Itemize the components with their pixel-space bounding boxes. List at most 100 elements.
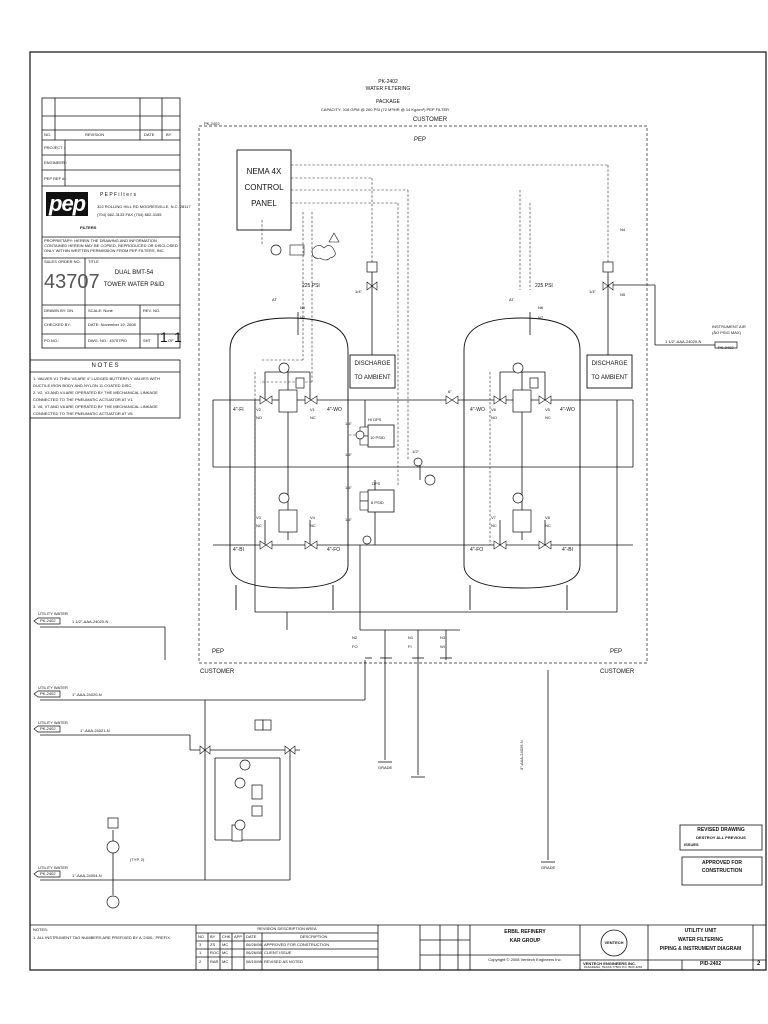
inst-air-tag: PK-2402 [718,345,734,350]
pep-top: PEP [413,137,426,143]
project-label: PROJECT : [44,145,65,150]
six-inch: 6" [448,389,452,394]
client-line2: KAR GROUP [509,938,541,944]
unit-line3: PIPING & INSTRUMENT DIAGRAM [659,946,742,952]
rev-row1-by: ZS [210,942,216,947]
air-filter-regulator [289,232,340,261]
solenoid-boxes [107,261,614,829]
quarter-sw2: 1/4" [345,452,352,457]
control-panel-line1: NEMA 4X [246,167,282,176]
note-line-6: CONNECTED TO THE PNEUMATIC ACTUATOR AT V… [33,411,134,416]
util3-pipe: 1"-AAA-24021-N [80,728,110,733]
sheet-border [29,51,767,971]
rev-row1-desc: APPROVED FOR CONSTRUCTION [264,942,330,947]
grade-symbols [365,657,555,863]
rev-col-app: APP [234,934,243,939]
signal-lines [254,164,609,545]
quarter-right: 1/4" [589,289,596,294]
n2-label: N2 [352,635,358,640]
rev-row2-no: 1 [199,950,202,955]
ventech-address: PASADENA, TEXAS 77503 [584,965,621,969]
grade-2: GRADE [541,865,556,870]
sheet-of: OF [168,338,174,343]
v3-label: V3 [256,515,261,520]
wo-right-a: 4"-WO [470,407,485,413]
copyright: Copyright © 2008 Ventech Engineers Inc. [488,957,562,962]
bottom-notes-line: 1. ALL INSTRUMENT TAG NUMBERS ARE PREFIX… [33,935,172,940]
quarter-sw4: 1/4" [345,517,352,522]
util1-tag: PK-2402 [40,618,56,623]
quarter-sw1: 1/4" [345,421,352,426]
discharge-left-line1: DISCHARGE [354,361,391,367]
v5-nc: NC [545,415,551,420]
proprietary-note: PROPRIETARY: HEREIN THE DRAWING AND INFO… [44,238,178,253]
n4: N4 [620,227,626,232]
bottom-title-block [30,924,766,970]
n7-right: N7 [538,315,544,320]
col-no: NO. [44,132,52,137]
util2-tag: PK-2402 [40,691,56,696]
util1-label: UTILITY WATER [38,611,68,616]
v6-label: V6 [491,407,496,412]
rev-row1-chk: MC [222,942,229,947]
control-panel-line2: CONTROL [244,183,284,192]
v1-label: V1 [310,407,315,412]
quarter-sw3: 1/4" [345,485,352,490]
discharge-right-line2: TO AMBIENT [591,375,628,381]
note-line-5: 3. V6, V7 AND V8 ARE OPERATED BY THE MEC… [33,404,158,409]
stamp-frames [679,824,763,886]
client-line1: ERBIL REFINERY [504,929,546,935]
rev-row3-chk: MC [222,959,229,964]
util3-tag: PK-2402 [40,726,56,731]
scale: SCALE: None [88,308,113,313]
discharge-box-left [349,354,396,389]
rev-col-desc: DESCRIPTION [300,934,328,939]
sheet-label: SHT [143,338,151,343]
package-line1: WATER FILTERING [365,86,411,92]
n3-label: N3 [440,635,446,640]
title-line2: TOWER WATER P&ID [103,282,165,288]
unit-line1: UTILITY UNIT [684,928,717,934]
package-line2: PACKAGE [376,99,400,105]
package-tag: PK-2402 [378,79,398,85]
at-right: AT [509,297,514,302]
vertical-pipe-label: 3"-AAA-24026-N [519,740,524,770]
discharge-left-line2: TO AMBIENT [354,375,391,381]
off-page-arrows [33,341,738,878]
col-by: BY [166,132,172,137]
title-block-left [41,97,181,349]
n6-left: N6 [300,305,306,310]
util4-tag: PK-2402 [40,871,56,876]
rev-row3-by: RAR [210,959,219,964]
revised-stamp-3: ISSUES [684,842,699,847]
checked-by: CHECKED BY: [44,322,71,327]
psi-left: 225 PSI [302,283,320,289]
revised-stamp-2: DESTROY ALL PREVIOUS [696,835,746,840]
n6-right: N6 [538,305,544,310]
rev-row1-date: 06/26/08 [246,942,262,947]
note-line-4: CONNECTED TO THE PNEUMATIC ACTUATOR AT V… [33,397,134,402]
po-label: PO NO.: [44,338,60,343]
approved-stamp-1: APPROVED FOR [701,860,742,866]
company-address: 322 ROLLING HILL RD MOORESVILLE, N.C. 28… [97,204,191,209]
ventech-company: VENTECH ENGINEERS INC. [583,961,636,966]
hi-dps-label: HI DPS [368,417,382,422]
pep-bottom-left: PEP [212,649,225,655]
date-label: DATE: November 19, 2008 [88,322,136,327]
rev-col-date: DATE [246,934,257,939]
notes-title: N O T E S [91,363,119,369]
capacity-text: CAPACITY: 318 GPM @ 200 PSI (72 M³/HR @ … [320,107,450,112]
company-name: P E P F i l t e r s [100,192,136,198]
filter-vessel-right [463,317,581,610]
rev-col-by: BY [210,934,216,939]
v7-label: V7 [491,515,496,520]
customer-bottom-right: CUSTOMER [600,669,635,675]
v8-nc: NC [545,523,551,528]
valve-assemblies [231,377,539,842]
ventech-logo: VENTECH [604,940,624,945]
fi-left: 4"-FI [233,407,244,413]
rev-row1-no: 3 [199,942,202,947]
rev-col-no: NO [198,934,204,939]
control-panel-line3: PANEL [251,199,277,208]
